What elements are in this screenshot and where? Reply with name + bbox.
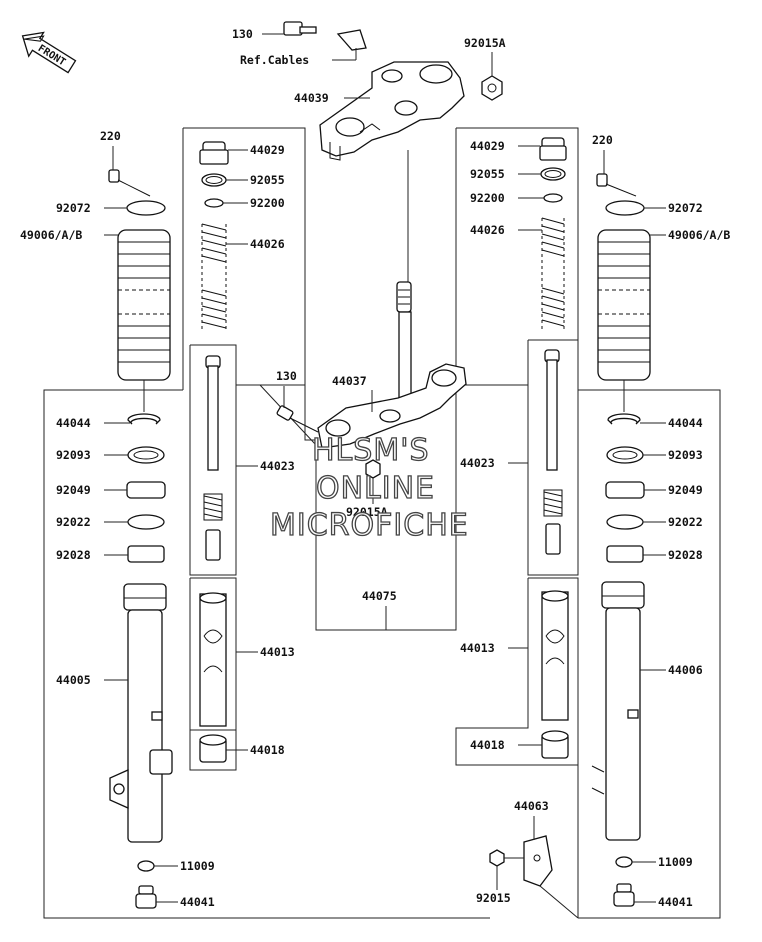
label-44018-left: 44018 (250, 743, 285, 757)
label-92055-left: 92055 (250, 173, 285, 187)
upper-bracket (283, 21, 503, 161)
label-92200-right: 92200 (470, 191, 505, 205)
right-inner-parts (539, 137, 569, 759)
label-92049-right: 92049 (668, 483, 703, 497)
right-outer-parts (591, 173, 651, 907)
label-220-left: 220 (100, 129, 121, 143)
label-44044-left: 44044 (56, 416, 91, 430)
label-92015: 92015 (476, 891, 511, 905)
label-130-mid: 130 (276, 369, 297, 383)
label-44013-right: 44013 (460, 641, 495, 655)
brake-hose-bracket (489, 835, 579, 919)
label-44026-left: 44026 (250, 237, 285, 251)
label-220-right: 220 (592, 133, 613, 147)
watermark-line-2: ONLINE (316, 471, 435, 506)
label-92028-left: 92028 (56, 548, 91, 562)
left-spring (201, 223, 227, 332)
label-11009-right: 11009 (658, 855, 693, 869)
label-11009-left: 11009 (180, 859, 215, 873)
label-44018-right: 44018 (470, 738, 505, 752)
label-92022-right: 92022 (668, 515, 703, 529)
steering-stem (276, 281, 467, 479)
left-inner-parts (199, 141, 229, 763)
leader-lines (104, 33, 666, 903)
left-dust-boot (117, 229, 171, 381)
watermark-line-1: HLSM'S (312, 433, 430, 468)
label-92093-right: 92093 (668, 448, 703, 462)
right-spring (541, 217, 565, 330)
label-44026-right: 44026 (470, 223, 505, 237)
label-92022-left: 92022 (56, 515, 91, 529)
label-ref-cables: Ref.Cables (240, 53, 309, 67)
label-92200-left: 92200 (250, 196, 285, 210)
watermark-line-3: MICROFICHE (270, 508, 469, 543)
part-labels: 130 Ref.Cables 92015A 44039 44029 92055 … (20, 27, 730, 909)
label-49006-right: 49006/A/B (668, 228, 730, 242)
label-44005: 44005 (56, 673, 91, 687)
right-small-spring (543, 489, 563, 517)
label-44075: 44075 (362, 589, 397, 603)
label-44039: 44039 (294, 91, 329, 105)
label-44037: 44037 (332, 374, 367, 388)
label-130-top: 130 (232, 27, 253, 41)
left-outer-parts (108, 169, 173, 909)
label-44029-right: 44029 (470, 139, 505, 153)
right-outer-tube (591, 581, 645, 841)
label-44044-right: 44044 (668, 416, 703, 430)
label-44006: 44006 (668, 663, 703, 677)
label-44041-right: 44041 (658, 895, 693, 909)
label-44013-left: 44013 (260, 645, 295, 659)
label-44023-right: 44023 (460, 456, 495, 470)
label-92072-left: 92072 (56, 201, 91, 215)
watermark: HLSM'S ONLINE MICROFICHE (269, 432, 469, 543)
label-92093-left: 92093 (56, 448, 91, 462)
label-44063: 44063 (514, 799, 549, 813)
label-92049-left: 92049 (56, 483, 91, 497)
label-92072-right: 92072 (668, 201, 703, 215)
left-small-spring (203, 493, 223, 521)
front-arrow-icon: FRONT (21, 31, 77, 74)
label-44023-left: 44023 (260, 459, 295, 473)
label-92028-right: 92028 (668, 548, 703, 562)
label-92015a-mid: 92015A (346, 505, 388, 519)
label-44041-left: 44041 (180, 895, 215, 909)
label-49006-left: 49006/A/B (20, 228, 82, 242)
left-outer-tube (109, 583, 173, 843)
label-92055-right: 92055 (470, 167, 505, 181)
label-44029-left: 44029 (250, 143, 285, 157)
right-dust-boot (597, 229, 651, 381)
label-92015a-top: 92015A (464, 36, 506, 50)
